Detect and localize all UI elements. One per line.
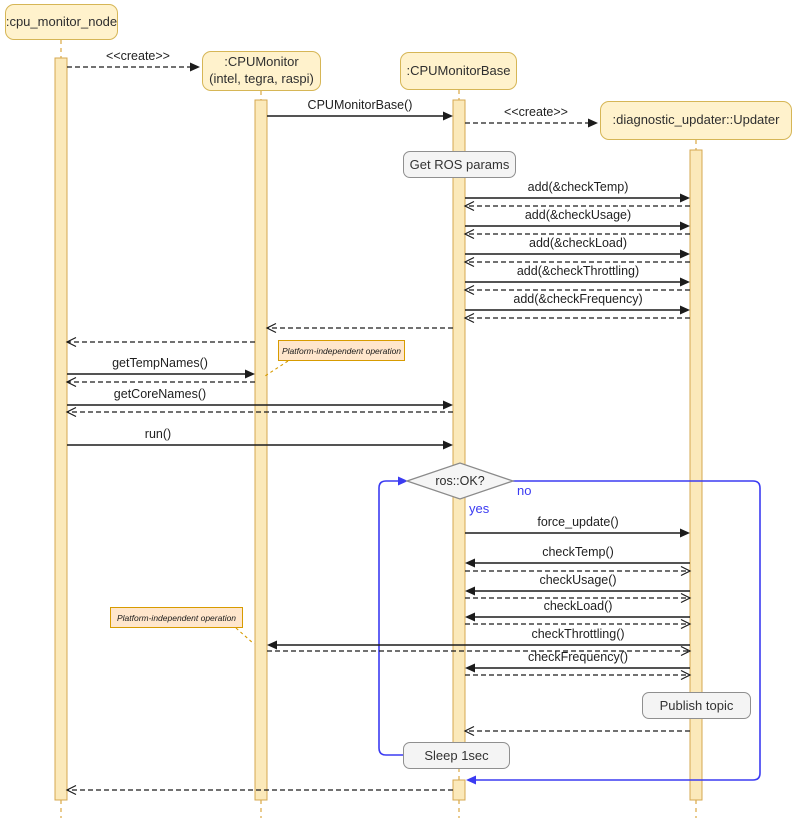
participant-header-diagnostic-updater: :diagnostic_updater::Updater	[600, 101, 792, 140]
activation-bar	[54, 57, 68, 801]
arrowhead-icon	[190, 62, 200, 72]
arrowhead-icon	[443, 440, 453, 450]
open-arrowhead-icon	[265, 322, 277, 334]
branch-label-yes: yes	[469, 501, 490, 516]
open-arrowhead-icon	[680, 565, 692, 577]
open-arrowhead-icon	[463, 256, 475, 268]
action-box: Sleep 1sec	[403, 742, 510, 769]
open-arrowhead-icon	[65, 784, 77, 796]
arrowhead-icon	[680, 221, 690, 231]
message-label: add(&checkTemp)	[527, 180, 629, 194]
message-label: add(&checkFrequency)	[513, 292, 643, 306]
activation-bar	[452, 779, 466, 801]
open-arrowhead-icon	[463, 200, 475, 212]
arrowhead-icon	[680, 305, 690, 315]
decision-diamond	[404, 462, 516, 500]
action-box: Publish topic	[642, 692, 751, 719]
message-label: checkTemp()	[542, 545, 614, 559]
participant-label: :CPUMonitorBase	[406, 62, 511, 78]
open-arrowhead-icon	[463, 284, 475, 296]
no-branch-flow-path	[476, 480, 761, 781]
arrowhead-icon	[465, 663, 475, 673]
flow-arrowhead-icon	[398, 476, 408, 486]
open-arrowhead-icon	[463, 725, 475, 737]
message-label: getTempNames()	[112, 356, 208, 370]
flow-arrowhead-icon	[466, 775, 476, 785]
message-label: checkFrequency()	[527, 650, 629, 664]
message-label: checkThrottling()	[531, 627, 625, 641]
arrowhead-icon	[465, 612, 475, 622]
participant-label: (intel, tegra, raspi)	[209, 71, 314, 86]
open-arrowhead-icon	[463, 228, 475, 240]
participant-header-cpu-monitor-base: :CPUMonitorBase	[400, 52, 517, 90]
open-arrowhead-icon	[65, 376, 77, 388]
message-label: <<create>>	[504, 105, 568, 119]
arrowhead-icon	[267, 640, 277, 650]
message-label: checkUsage()	[539, 573, 617, 587]
note: Platform-independent operation	[278, 340, 405, 361]
arrowhead-icon	[443, 111, 453, 121]
arrowhead-icon	[680, 249, 690, 259]
open-arrowhead-icon	[680, 645, 692, 657]
note: Platform-independent operation	[110, 607, 243, 628]
message-label: force_update()	[537, 515, 619, 529]
loop-flow-path	[378, 480, 403, 756]
open-arrowhead-icon	[65, 406, 77, 418]
note-connector	[264, 360, 289, 377]
message-label: add(&checkThrottling)	[516, 264, 640, 278]
action-box: Get ROS params	[403, 151, 516, 178]
arrowhead-icon	[245, 369, 255, 379]
participant-header-cpu-monitor: :CPUMonitor(intel, tegra, raspi)	[202, 51, 321, 91]
arrowhead-icon	[680, 277, 690, 287]
participant-label: :diagnostic_updater::Updater	[612, 112, 780, 128]
arrowhead-icon	[465, 586, 475, 596]
participant-label: :CPUMonitor	[224, 54, 299, 70]
arrowhead-icon	[465, 558, 475, 568]
participant-header-cpu-monitor-node: :cpu_monitor_node	[5, 4, 118, 40]
arrowhead-icon	[443, 400, 453, 410]
message-label: getCoreNames()	[113, 387, 207, 401]
arrowhead-icon	[588, 118, 598, 128]
open-arrowhead-icon	[680, 669, 692, 681]
activation-bar	[689, 149, 703, 801]
message-label: run()	[144, 427, 172, 441]
arrowhead-icon	[680, 193, 690, 203]
activation-bar	[254, 99, 268, 801]
message-label: add(&checkLoad)	[529, 236, 627, 250]
branch-label-no: no	[517, 483, 532, 498]
message-label: <<create>>	[106, 49, 170, 63]
arrowhead-icon	[680, 528, 690, 538]
message-label: CPUMonitorBase()	[307, 98, 413, 112]
open-arrowhead-icon	[680, 618, 692, 630]
activation-bar	[452, 99, 466, 745]
message-label: checkLoad()	[543, 599, 613, 613]
participant-label: :cpu_monitor_node	[5, 13, 118, 29]
open-arrowhead-icon	[680, 592, 692, 604]
message-label: add(&checkUsage)	[524, 208, 632, 222]
note-connector	[235, 627, 255, 645]
decision-label: ros::OK?	[435, 474, 485, 488]
open-arrowhead-icon	[65, 336, 77, 348]
open-arrowhead-icon	[463, 312, 475, 324]
